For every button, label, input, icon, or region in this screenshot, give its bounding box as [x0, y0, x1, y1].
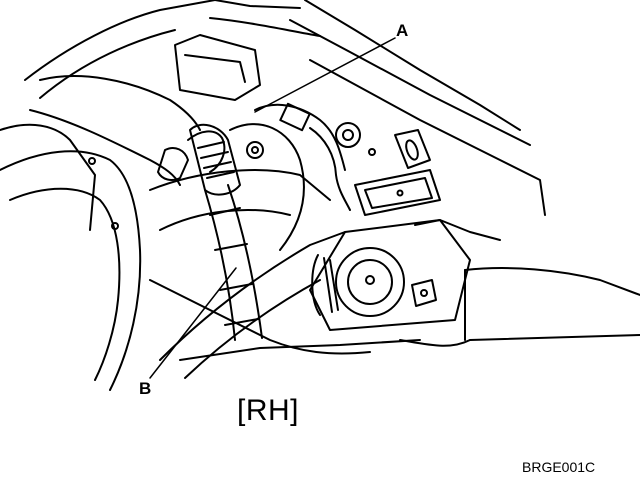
trim-fastener-lower — [111, 222, 119, 230]
right-panel-edge — [464, 267, 640, 296]
callout-a-label: A — [396, 21, 409, 40]
slot-hole — [405, 139, 419, 161]
grommet-inner — [342, 129, 354, 141]
coupling-rib3 — [203, 161, 232, 169]
harness-wire — [254, 103, 346, 171]
leader-a — [254, 37, 396, 113]
right-panel-lower — [469, 334, 640, 341]
floor-panel-edge — [149, 169, 331, 201]
speaker-housing-ribs — [323, 257, 339, 313]
floor-panel-inner — [159, 209, 291, 231]
harness-connector — [279, 102, 311, 132]
wheelhouse-inner — [9, 187, 121, 381]
coupling-rib4 — [206, 171, 235, 179]
cross-member-top — [159, 231, 346, 361]
recessed-plate — [354, 169, 441, 216]
body-panel-outline-inner — [39, 29, 176, 99]
body-panel-outline — [24, 0, 216, 81]
glove-wrist — [157, 147, 189, 181]
floor-panel-curve — [149, 279, 371, 355]
bracket-upper — [174, 34, 261, 101]
lower-right-arc — [399, 339, 471, 347]
speaker-center — [365, 275, 375, 285]
small-hole — [368, 148, 376, 156]
tube-clip — [246, 141, 264, 159]
right-bolt-bracket — [411, 279, 437, 307]
cable-b-band2 — [214, 243, 248, 251]
glove-fingers — [187, 130, 226, 173]
wheelhouse-outline — [0, 150, 142, 391]
trim-fastener-left — [88, 157, 96, 165]
cable-b-right — [227, 184, 263, 339]
harness-wire-tail — [309, 127, 351, 211]
arm-outline-bottom — [29, 109, 181, 186]
recessed-plate-inner — [364, 177, 433, 209]
grommet — [335, 122, 361, 148]
lid-opening-edge — [304, 0, 521, 131]
callout-b-label: B — [139, 379, 152, 398]
slot-panel — [394, 129, 431, 169]
bracket-upper-inner — [184, 54, 246, 83]
figure-code-label: BRGE001C — [522, 459, 596, 475]
floor-lower-edge — [179, 339, 421, 361]
left-trim-edge — [0, 123, 96, 231]
tube-clip-inner — [251, 146, 259, 154]
bracket-flange — [414, 219, 501, 241]
arm-outline-top — [39, 75, 201, 131]
speaker-mid — [347, 259, 393, 305]
cross-member-bottom — [184, 279, 321, 379]
right-bolt — [420, 289, 428, 297]
speaker-housing-left — [311, 254, 321, 316]
roof-edge-lower — [209, 17, 321, 37]
coupling-rib1 — [197, 141, 225, 149]
plate-hole — [396, 189, 404, 197]
lid-opening-inner — [289, 19, 531, 146]
leader-b — [149, 267, 237, 379]
side-indicator-label: [RH] — [237, 394, 299, 427]
speaker-outer — [335, 247, 405, 317]
coupling-rib2 — [200, 151, 229, 159]
lid-panel-lower — [309, 59, 546, 216]
cable-b-band1 — [209, 207, 241, 216]
roof-edge — [214, 0, 301, 9]
cable-b-band4 — [224, 318, 259, 326]
coupling-body — [189, 123, 241, 196]
tube-curve — [229, 123, 305, 251]
